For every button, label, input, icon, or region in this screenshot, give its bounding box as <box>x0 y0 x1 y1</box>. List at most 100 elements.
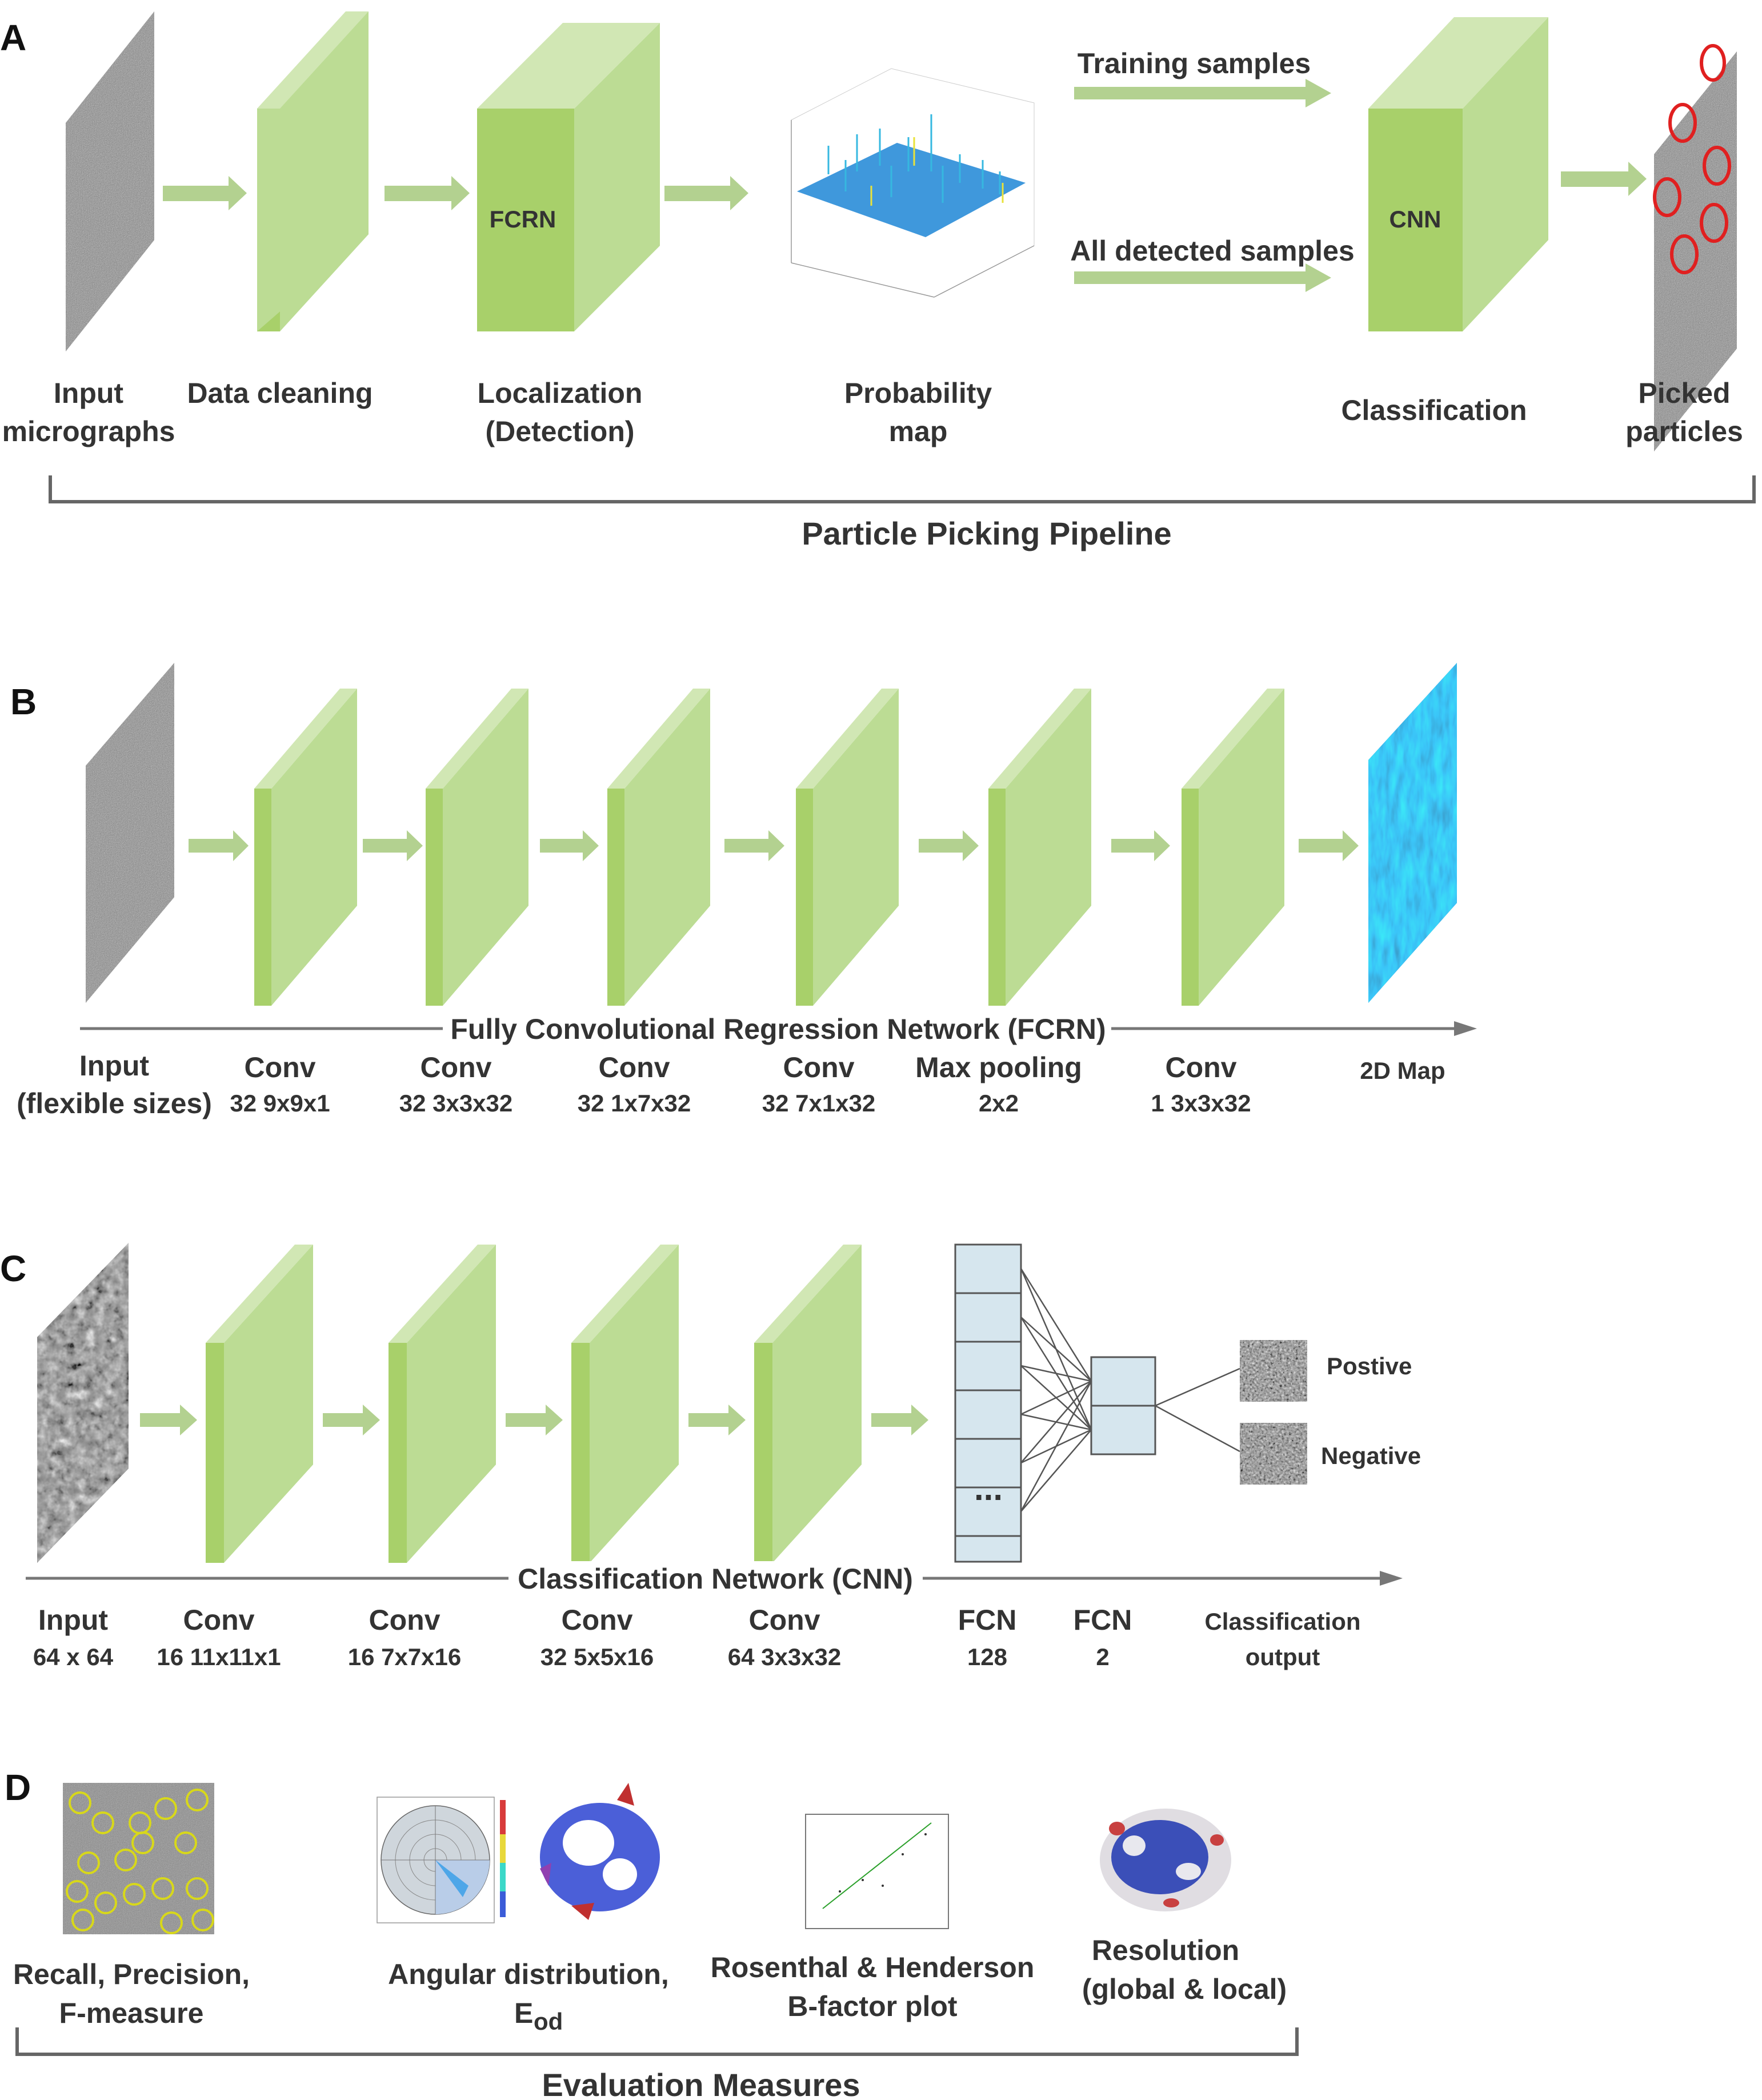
sample-arrows <box>1074 79 1331 292</box>
training-samples-label: Training samples <box>1078 47 1311 79</box>
fcrn-layer-5 <box>988 689 1091 1006</box>
picking-example-image <box>63 1783 214 1934</box>
fcn-ellipsis: ... <box>974 1469 1003 1507</box>
fcrn-block <box>477 23 660 331</box>
resolution-map <box>1100 1809 1231 1911</box>
fcrn-label-name-5: Max pooling <box>915 1051 1082 1083</box>
cnn-input-patch <box>37 1243 129 1563</box>
measure-label-bfactor: Rosenthal & Henderson <box>711 1951 1035 1983</box>
cnn-label-name-2: Conv <box>369 1604 440 1636</box>
fcrn-output-map <box>1368 663 1457 1003</box>
cnn-label-name-4: Conv <box>749 1604 820 1636</box>
fcrn-axis-label: Fully Convolutional Regression Network (… <box>450 1013 1106 1045</box>
pipeline-bracket <box>49 475 1756 503</box>
cnn-layer-labels: Input 64 x 64 Conv 16 11x11x1 Conv 16 7x… <box>33 1604 1361 1670</box>
negative-label: Negative <box>1321 1442 1421 1469</box>
step-label-picked-2: particles <box>1625 415 1743 447</box>
fcrn-label: FCRN <box>490 206 556 233</box>
step-label-cleaning: Data cleaning <box>187 377 373 409</box>
fcrn-layer-1 <box>254 689 357 1006</box>
fcrn-label-name-1: Conv <box>245 1051 316 1083</box>
cnn-label: CNN <box>1389 206 1441 233</box>
measure-label-angular-sub: od <box>534 2008 563 2035</box>
fcrn-layer-2 <box>426 689 528 1006</box>
cnn-label-name-7: Classification <box>1204 1608 1360 1635</box>
fcrn-arrows <box>189 830 1359 861</box>
fcrn-label-param-5: 2x2 <box>979 1090 1019 1117</box>
fcrn-axis-arrowhead <box>1454 1021 1477 1036</box>
fcn-connections <box>1020 1268 1240 1512</box>
pipeline-title: Particle Picking Pipeline <box>802 515 1171 551</box>
fcrn-input-micrograph <box>86 663 174 1003</box>
fcrn-label-name-7: 2D Map <box>1360 1057 1445 1084</box>
cnn-layer-4 <box>754 1245 862 1563</box>
fcrn-label-param-1: 32 9x9x1 <box>230 1090 330 1117</box>
fcrn-label-param-2: 32 3x3x32 <box>399 1090 513 1117</box>
fcrn-axis-label-bg <box>443 1011 1111 1046</box>
pipeline-step-labels: Input micrographs Data cleaning Localiza… <box>2 377 1743 447</box>
fcrn-layer-3 <box>607 689 710 1006</box>
fcrn-layer-labels: Input (flexible sizes) Conv 32 9x9x1 Con… <box>17 1050 1445 1119</box>
fcrn-layer-6 <box>1182 689 1284 1006</box>
evaluation-bracket <box>15 2027 1299 2056</box>
cnn-arrows <box>140 1405 928 1435</box>
cnn-label-name-0: Input <box>38 1604 109 1636</box>
step-label-input-2: micrographs <box>2 415 175 447</box>
cnn-label-name-3: Conv <box>562 1604 633 1636</box>
data-cleaning-layer <box>257 11 369 331</box>
measure-label-resolution-2: (global & local) <box>1082 1973 1287 2005</box>
fcrn-label-param-4: 32 7x1x32 <box>762 1090 876 1117</box>
panel-c-letter: C <box>0 1248 26 1289</box>
fcrn-label-name-0: Input <box>79 1050 150 1082</box>
angular-polar-plot <box>377 1797 506 1923</box>
positive-label: Postive <box>1327 1353 1412 1379</box>
cnn-block <box>1368 17 1548 331</box>
evaluation-labels: Recall, Precision, F-measure Angular dis… <box>13 1934 1287 2035</box>
cnn-label-name-5: FCN <box>958 1604 1017 1636</box>
pipeline-arrows-a <box>163 162 1647 210</box>
measure-label-resolution: Resolution <box>1092 1934 1239 1966</box>
all-detected-samples-label: All detected samples <box>1070 235 1354 267</box>
cnn-label-param-4: 64 3x3x32 <box>728 1643 842 1670</box>
measure-label-angular-2: E <box>514 1997 533 2029</box>
fcrn-label-name-3: Conv <box>599 1051 670 1083</box>
step-label-picked: Picked <box>1638 377 1730 409</box>
fcn-128-column <box>954 1243 1022 1563</box>
step-label-probability-2: map <box>889 415 948 447</box>
cnn-label-name-6: FCN <box>1074 1604 1132 1636</box>
fcrn-label-name-4: Conv <box>783 1051 855 1083</box>
fcrn-label-name-6: Conv <box>1166 1051 1237 1083</box>
step-label-classification: Classification <box>1341 394 1527 426</box>
cnn-layer-1 <box>206 1245 313 1563</box>
fcn-2-column <box>1090 1356 1156 1455</box>
cnn-axis-label: Classification Network (CNN) <box>518 1563 913 1595</box>
cnn-label-param-6: 2 <box>1096 1643 1109 1670</box>
evaluation-title: Evaluation Measures <box>542 2067 860 2100</box>
cnn-axis-arrowhead <box>1380 1571 1403 1586</box>
step-label-input: Input <box>54 377 124 409</box>
step-label-probability: Probability <box>844 377 992 409</box>
measure-label-angular: Angular distribution, <box>388 1958 669 1990</box>
cnn-label-param-2: 16 7x7x16 <box>348 1643 462 1670</box>
panel-b-letter: B <box>10 681 37 722</box>
measure-label-recall: Recall, Precision, <box>13 1958 250 1990</box>
bfactor-plot <box>805 1814 949 1929</box>
cnn-layer-3 <box>571 1245 679 1563</box>
measure-label-bfactor-2: B-factor plot <box>787 1990 958 2022</box>
probability-map-plot <box>791 68 1035 298</box>
cnn-label-name-1: Conv <box>183 1604 255 1636</box>
fcrn-label-param-6: 1 3x3x32 <box>1151 1090 1251 1117</box>
panel-a-letter: A <box>0 17 26 58</box>
fcrn-layer-4 <box>796 689 899 1006</box>
cnn-label-param-5: 128 <box>967 1643 1007 1670</box>
step-label-localization-2: (Detection) <box>485 415 634 447</box>
positive-patch <box>1240 1340 1307 1402</box>
cnn-label-param-0: 64 x 64 <box>33 1643 114 1670</box>
cnn-label-param-3: 32 5x5x16 <box>540 1643 654 1670</box>
fcrn-label-param-0: (flexible sizes) <box>17 1087 212 1119</box>
fcrn-label-param-3: 32 1x7x32 <box>578 1090 691 1117</box>
cnn-label-param-7: output <box>1246 1643 1320 1670</box>
angular-sphere-plot <box>540 1783 660 1920</box>
step-label-localization: Localization <box>478 377 643 409</box>
